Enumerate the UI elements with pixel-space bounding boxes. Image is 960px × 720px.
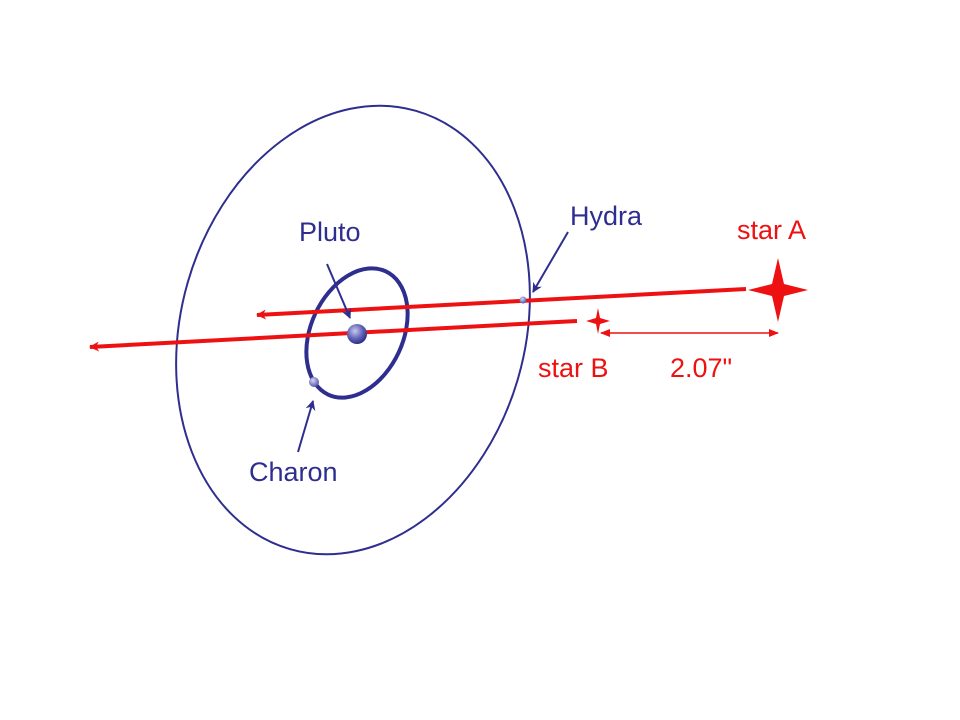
charon-label: Charon xyxy=(249,457,338,487)
hydra-orbit xyxy=(175,104,531,556)
hydra-pointer-arrow xyxy=(532,231,569,293)
pluto-label: Pluto xyxy=(299,217,361,247)
charon-body xyxy=(309,377,319,387)
charon-pointer-arrow xyxy=(297,400,316,453)
star-b-label: star B xyxy=(538,353,609,383)
separation-label: 2.07" xyxy=(670,353,732,383)
star-a-label: star A xyxy=(737,215,806,245)
star-b-path xyxy=(89,319,578,352)
hydra-body xyxy=(519,296,527,304)
hydra-label: Hydra xyxy=(570,201,643,231)
pluto-body xyxy=(347,324,367,344)
star-a-icon xyxy=(748,258,808,322)
star-b-icon xyxy=(586,308,610,334)
pluto-pointer-arrow xyxy=(326,263,352,319)
star-a-path xyxy=(256,287,747,320)
